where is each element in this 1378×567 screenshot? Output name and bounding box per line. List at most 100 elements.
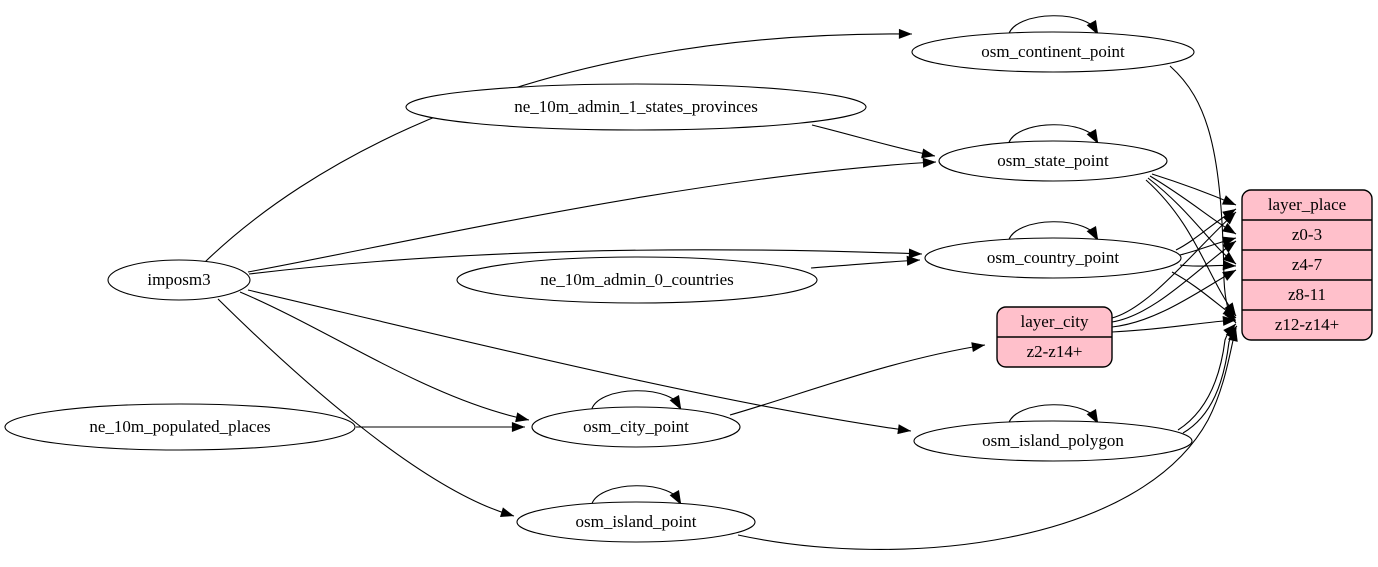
edge-arrowhead-icon: [1086, 19, 1099, 35]
graph-node-osm_island_point[interactable]: osm_island_point: [516, 501, 756, 543]
graph-edge: [1151, 173, 1237, 206]
self-loop-edge: [1007, 15, 1099, 38]
edge-line: [811, 124, 936, 157]
node-shape[interactable]: [531, 406, 741, 448]
graph-edge: [729, 342, 986, 416]
graph-edge: [1111, 240, 1237, 323]
self-loop-edge: [590, 485, 682, 508]
graph-edge: [1179, 260, 1237, 271]
graph-edge: [239, 291, 530, 423]
edge-line: [204, 33, 913, 263]
edge-arrowhead-icon: [1222, 315, 1237, 326]
edge-arrowhead-icon: [1222, 222, 1237, 235]
ellipse-nodes-layer: imposm3 ne_10m_admin_1_states_provincesne…: [4, 31, 1195, 543]
edge-arrowhead-icon: [1086, 408, 1099, 424]
graph-node-imposm3[interactable]: imposm3: [107, 259, 251, 301]
edge-arrowhead-icon: [669, 394, 682, 410]
edge-arrowhead-icon: [1222, 251, 1237, 265]
node-shape[interactable]: [4, 403, 356, 451]
edge-arrowhead-icon: [669, 489, 682, 505]
edge-line: [1149, 175, 1237, 235]
edge-line: [810, 259, 921, 269]
edge-arrowhead-icon: [971, 342, 986, 353]
edge-arrowhead-icon: [1086, 225, 1099, 241]
edge-arrowhead-icon: [1222, 236, 1237, 247]
edge-arrowhead-icon: [1222, 211, 1237, 225]
edge-line: [729, 344, 986, 416]
edge-line: [1111, 211, 1237, 319]
graph-edge: [1149, 175, 1237, 235]
graph-edge: [737, 327, 1238, 550]
edge-line: [239, 291, 530, 421]
graph-edge: [1111, 315, 1237, 333]
edge-arrowhead-icon: [1221, 195, 1237, 206]
edge-arrowhead-icon: [1222, 269, 1237, 281]
edge-arrowhead-icon: [500, 507, 515, 517]
node-shape[interactable]: [516, 501, 756, 543]
self-loop-edge: [590, 390, 682, 413]
node-shape[interactable]: [938, 140, 1168, 182]
edge-line: [1169, 65, 1237, 324]
self-loop-edge: [1007, 221, 1099, 244]
graph-node-osm_island_polygon[interactable]: osm_island_polygon: [913, 420, 1193, 462]
graph-edge: [1169, 65, 1237, 324]
edge-arrowhead-icon: [1086, 128, 1099, 144]
edges-layer: [204, 28, 1238, 550]
graph-edge: [1179, 236, 1237, 256]
edge-line: [217, 298, 515, 517]
graph-edge: [810, 255, 921, 269]
edge-line: [247, 289, 912, 432]
graph-edge: [1147, 177, 1237, 265]
edge-line: [1151, 173, 1237, 206]
graph-edge: [1171, 271, 1237, 319]
self-loop-edge: [1007, 124, 1099, 147]
node-shape[interactable]: [456, 256, 818, 304]
self-loops-layer: [590, 15, 1099, 508]
node-shape[interactable]: [924, 237, 1182, 279]
graph-edge: [204, 28, 913, 263]
graph-edge: [1111, 211, 1237, 319]
graph-node-osm_country_point[interactable]: osm_country_point: [924, 237, 1182, 279]
graph-edge: [811, 124, 936, 159]
edge-line: [247, 161, 937, 273]
edge-arrowhead-icon: [1222, 240, 1237, 253]
node-shape[interactable]: [107, 259, 251, 301]
edge-arrowhead-icon: [908, 248, 923, 259]
graph-edge: [248, 248, 923, 275]
edge-line: [1111, 240, 1237, 323]
graph-node-osm_city_point[interactable]: osm_city_point: [531, 406, 741, 448]
self-loop-edge: [1007, 404, 1099, 427]
graph-node-osm_state_point[interactable]: osm_state_point: [938, 140, 1168, 182]
edge-line: [1111, 269, 1237, 328]
edge-arrowhead-icon: [906, 255, 921, 266]
graph-node-ne_10m_admin_0_countries[interactable]: ne_10m_admin_0_countries: [456, 256, 818, 304]
graph-node-ne_10m_populated_places[interactable]: ne_10m_populated_places: [4, 403, 356, 451]
edge-arrowhead-icon: [511, 422, 526, 432]
edge-arrowhead-icon: [515, 412, 530, 423]
edge-arrowhead-icon: [898, 28, 913, 39]
node-shape[interactable]: [405, 83, 867, 131]
edge-arrowhead-icon: [1222, 260, 1237, 271]
graph-edge: [247, 157, 937, 273]
edge-line: [737, 327, 1237, 550]
node-shape[interactable]: [911, 31, 1195, 73]
graph-edge: [217, 298, 515, 517]
edge-arrowhead-icon: [897, 424, 912, 435]
graph-edge: [247, 289, 912, 435]
edge-arrowhead-icon: [1228, 327, 1238, 342]
graph-node-ne_10m_admin_1_states_provinces[interactable]: ne_10m_admin_1_states_provinces: [405, 83, 867, 131]
edge-line: [1177, 323, 1237, 431]
edge-line: [1111, 319, 1237, 333]
record-body[interactable]: [1241, 189, 1373, 341]
edge-line: [248, 249, 923, 275]
graph-edge: [356, 422, 526, 432]
edge-arrowhead-icon: [922, 157, 937, 168]
node-shape[interactable]: [913, 420, 1193, 462]
edge-arrowhead-icon: [1222, 306, 1237, 319]
graph-node-osm_continent_point[interactable]: osm_continent_point: [911, 31, 1195, 73]
graph-edge: [1111, 269, 1237, 328]
